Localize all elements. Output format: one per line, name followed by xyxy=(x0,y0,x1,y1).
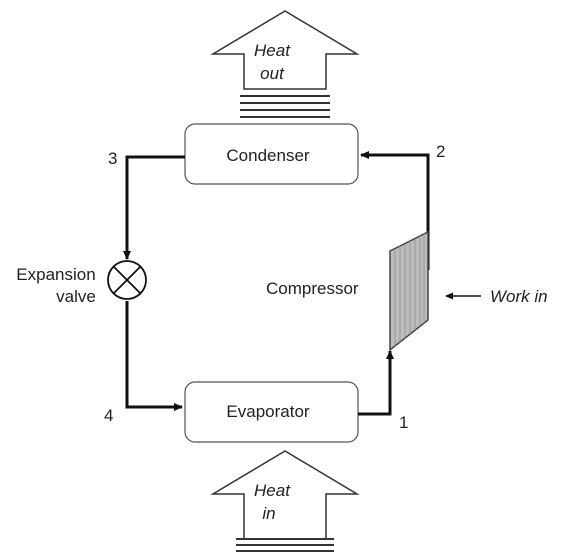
evaporator-label: Evaporator xyxy=(226,402,309,421)
state-2-label: 2 xyxy=(436,142,445,161)
flow-line-1 xyxy=(358,350,394,416)
state-4-label: 4 xyxy=(104,406,113,425)
heat-out-arrow: Heat out xyxy=(210,10,360,118)
flow-line-4 xyxy=(125,301,183,411)
state-3-label: 3 xyxy=(108,149,117,168)
condenser: Condenser xyxy=(184,123,359,185)
heat-out-label-line1: Heat xyxy=(254,41,291,60)
condenser-label: Condenser xyxy=(226,146,310,165)
expansion-valve-label-line2: valve xyxy=(56,287,96,306)
expansion-valve xyxy=(107,260,147,300)
heat-in-label-line2: in xyxy=(262,504,275,523)
evaporator: Evaporator xyxy=(184,381,359,443)
expansion-valve-label-line1: Expansion xyxy=(16,265,95,284)
refrigerant-flow-lines xyxy=(123,151,430,416)
state-1-label: 1 xyxy=(399,413,408,432)
heat-in-label-line1: Heat xyxy=(254,481,291,500)
work-in-label: Work in xyxy=(490,287,548,306)
heat-out-label-line2: out xyxy=(260,64,285,83)
flow-line-3 xyxy=(123,155,185,260)
compressor-label: Compressor xyxy=(266,279,359,298)
heat-in-arrow: Heat in xyxy=(210,450,360,552)
compressor xyxy=(389,230,429,352)
